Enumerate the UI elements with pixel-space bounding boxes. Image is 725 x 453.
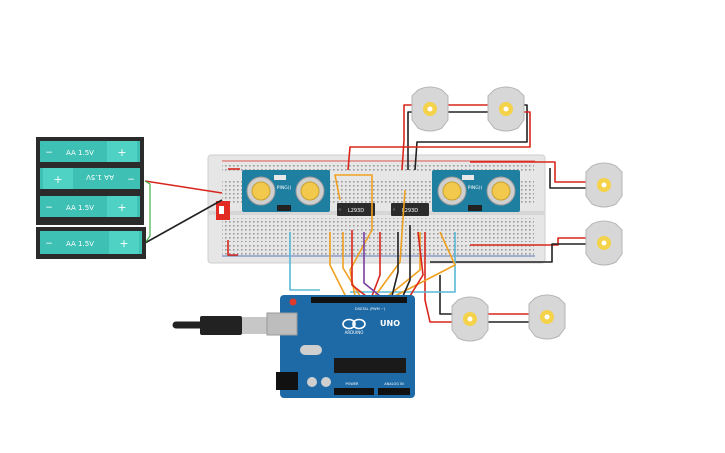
battery-2-plus: + — [53, 173, 62, 186]
battery-1-label: AA 1.5V — [66, 149, 94, 157]
analog-header — [378, 388, 410, 395]
digital-pins-label: DIGITAL (PWM ~) — [355, 307, 386, 311]
analog-pins-label: ANALOG IN — [384, 382, 404, 386]
motor-top-right[interactable] — [487, 86, 525, 132]
battery-1-plus: + — [117, 146, 126, 159]
battery-1-minus: − — [45, 148, 53, 158]
crystal — [300, 345, 322, 355]
sensor-1-label: PING)) — [277, 185, 292, 191]
motor-right-lower[interactable] — [585, 220, 623, 266]
reset-button[interactable] — [289, 298, 297, 306]
top-power-rail — [222, 163, 534, 173]
battery-4-plus: + — [119, 237, 128, 250]
slide-switch[interactable] — [216, 201, 230, 220]
digital-header — [311, 297, 407, 303]
power-header — [334, 388, 374, 395]
battery-3-minus: − — [45, 203, 53, 213]
battery-4-minus: − — [45, 239, 53, 249]
usb-port — [266, 312, 298, 336]
battery-3[interactable]: − AA 1.5V + — [40, 196, 140, 217]
arduino-uno-board[interactable]: UNO ARDUINO DIGITAL (PWM ~) POWER ANALOG… — [266, 295, 415, 398]
arduino-logo-icon — [342, 318, 366, 330]
battery-2-label: AA 1.5V — [86, 173, 114, 181]
microcontroller-chip — [334, 358, 406, 373]
usb-cable[interactable] — [172, 316, 270, 335]
power-pins-label: POWER — [346, 382, 360, 386]
capacitor — [321, 377, 331, 387]
battery-1[interactable]: − AA 1.5V + — [40, 141, 140, 162]
motor-right-upper[interactable] — [585, 162, 623, 208]
motor-driver-chip-1[interactable]: L293D — [337, 203, 375, 216]
motor-bottom-left[interactable] — [451, 296, 489, 342]
capacitor — [307, 377, 317, 387]
power-jack — [276, 372, 298, 390]
battery-4[interactable]: − AA 1.5V + — [40, 231, 142, 254]
chip-2-label: L293D — [402, 208, 418, 214]
chip-1-label: L293D — [348, 208, 364, 214]
wires — [144, 104, 590, 323]
motor-top-left[interactable] — [411, 86, 449, 132]
battery-4-label: AA 1.5V — [66, 240, 94, 248]
battery-2-minus: − — [127, 175, 135, 185]
bottom-power-rail — [222, 245, 534, 255]
battery-3-label: AA 1.5V — [66, 204, 94, 212]
center-channel — [208, 211, 545, 215]
motor-bottom-right[interactable] — [528, 294, 566, 340]
battery-3-plus: + — [117, 201, 126, 214]
battery-2[interactable]: AA 1.5V + − — [40, 168, 140, 189]
ultrasonic-sensor-1[interactable]: PING)) — [242, 170, 330, 212]
motor-driver-chip-2[interactable]: L293D — [391, 203, 429, 216]
terminal-strip-bottom — [222, 218, 534, 242]
arduino-model-label: UNO — [380, 319, 400, 328]
arduino-brand-label: ARDUINO — [345, 330, 364, 335]
ultrasonic-sensor-2[interactable]: PING)) — [432, 170, 520, 212]
sensor-2-label: PING)) — [468, 185, 483, 191]
